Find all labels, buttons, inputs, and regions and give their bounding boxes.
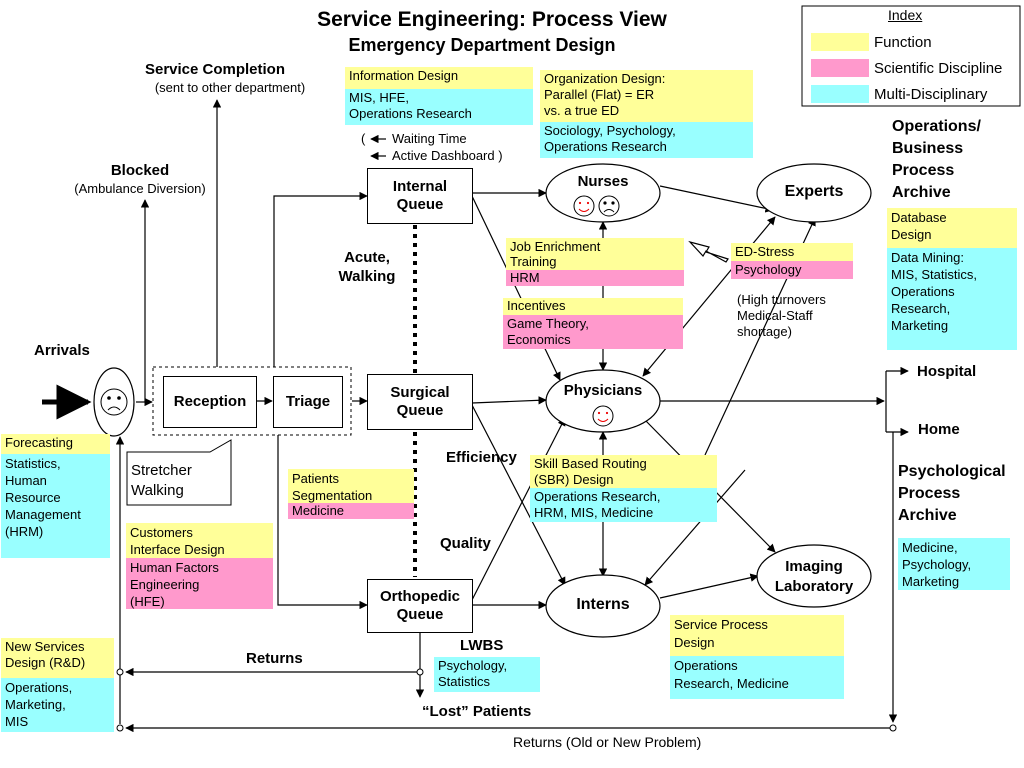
information-design-function: Information Design xyxy=(345,67,533,89)
lost-patients-label: “Lost” Patients xyxy=(422,703,532,720)
reception-triage-group xyxy=(152,366,352,436)
forecasting-function: Forecasting xyxy=(1,434,110,454)
home-label: Home xyxy=(918,421,960,438)
high-turnovers-note: (High turnovers Medical-Staff shortage) xyxy=(737,292,826,339)
index-heading: Index xyxy=(888,7,923,23)
interns-label: Interns xyxy=(576,596,630,613)
index-multi-disciplinary: Multi-Disciplinary xyxy=(874,86,988,103)
ed-stress-discipline: Psychology xyxy=(731,261,853,279)
organization-design-function: Organization Design: Parallel (Flat) = E… xyxy=(540,70,753,122)
index-function: Function xyxy=(874,34,932,51)
customers-interface-function: Customers Interface Design xyxy=(126,523,273,558)
surgical-queue-box: Surgical Queue xyxy=(367,374,473,430)
happy-face-icon xyxy=(592,405,614,427)
arrivals-label: Arrivals xyxy=(34,342,90,359)
sad-face-icon xyxy=(598,195,620,217)
service-process-disciplines: Operations Research, Medicine xyxy=(670,656,844,699)
skill-based-routing-disciplines: Operations Research, HRM, MIS, Medicine xyxy=(530,488,717,522)
page-title: Service Engineering: Process View xyxy=(317,8,667,31)
sad-face-icon xyxy=(100,388,128,416)
ed-stress-function: ED-Stress xyxy=(731,243,853,261)
returns-label: Returns xyxy=(246,650,303,667)
organization-design-disciplines: Sociology, Psychology, Operations Resear… xyxy=(540,122,753,158)
quality-label: Quality xyxy=(440,535,491,552)
triage-box: Triage xyxy=(273,376,343,428)
active-dashboard-label: Active Dashboard ) xyxy=(392,148,503,163)
job-enrichment-function: Job Enrichment Training xyxy=(506,238,684,270)
imaging-label: Imaging Laboratory xyxy=(774,558,854,595)
happy-face-icon xyxy=(573,195,595,217)
imaging-node xyxy=(756,544,872,608)
data-mining-disciplines: Data Mining: MIS, Statistics, Operations… xyxy=(887,248,1017,350)
job-enrichment-discipline: HRM xyxy=(506,270,684,286)
incentives-discipline: Game Theory, Economics xyxy=(503,315,683,349)
lwbs-label: LWBS xyxy=(460,637,504,654)
experts-node xyxy=(756,163,872,223)
patients-segmentation-function: Patients Segmentation xyxy=(288,469,414,503)
new-services-disciplines: Operations, Marketing, MIS xyxy=(1,678,114,732)
page-subtitle: Emergency Department Design xyxy=(348,35,616,55)
index-scientific-discipline: Scientific Discipline xyxy=(874,60,1003,77)
stretcher-walking-label: Stretcher Walking xyxy=(131,462,192,499)
blocked-label: Blocked xyxy=(110,162,170,179)
returns-old-new-label: Returns (Old or New Problem) xyxy=(513,734,702,750)
internal-queue-box: Internal Queue xyxy=(367,168,473,224)
orthopedic-queue-box: Orthopedic Queue xyxy=(367,579,473,633)
physicians-node xyxy=(545,369,661,433)
skill-based-routing-function: Skill Based Routing (SBR) Design xyxy=(530,455,717,488)
service-completion-label: Service Completion xyxy=(144,61,286,78)
operations-archive-heading: Operations/ Business Process Archive xyxy=(892,118,981,201)
experts-label: Experts xyxy=(784,183,844,200)
open-paren: ( xyxy=(361,131,366,146)
patients-segmentation-discipline: Medicine xyxy=(288,503,414,519)
service-completion-note: (sent to other department) xyxy=(154,80,306,95)
blocked-note: (Ambulance Diversion) xyxy=(74,181,206,196)
nurses-label: Nurses xyxy=(577,173,629,190)
database-design-function: Database Design xyxy=(887,208,1017,248)
psychological-archive-disciplines: Medicine, Psychology, Marketing xyxy=(898,538,1010,590)
efficiency-label: Efficiency xyxy=(446,449,517,466)
reception-box: Reception xyxy=(163,376,257,428)
waiting-time-label: Waiting Time xyxy=(392,131,467,146)
psychological-archive-heading: Psychological Process Archive xyxy=(898,463,1006,524)
new-services-function: New Services Design (R&D) xyxy=(1,638,114,678)
customers-interface-discipline: Human Factors Engineering (HFE) xyxy=(126,558,273,609)
information-design-disciplines: MIS, HFE, Operations Research xyxy=(345,89,533,125)
physicians-label: Physicians xyxy=(563,382,643,399)
interns-node xyxy=(545,574,661,638)
incentives-function: Incentives xyxy=(503,298,683,315)
stretcher-walking-callout xyxy=(126,439,232,506)
service-process-function: Service Process Design xyxy=(670,615,844,656)
forecasting-disciplines: Statistics, Human Resource Management (H… xyxy=(1,454,110,558)
lwbs-disciplines: Psychology, Statistics xyxy=(434,657,540,692)
hospital-label: Hospital xyxy=(917,363,977,380)
acute-walking-label: Acute, Walking xyxy=(338,249,396,285)
